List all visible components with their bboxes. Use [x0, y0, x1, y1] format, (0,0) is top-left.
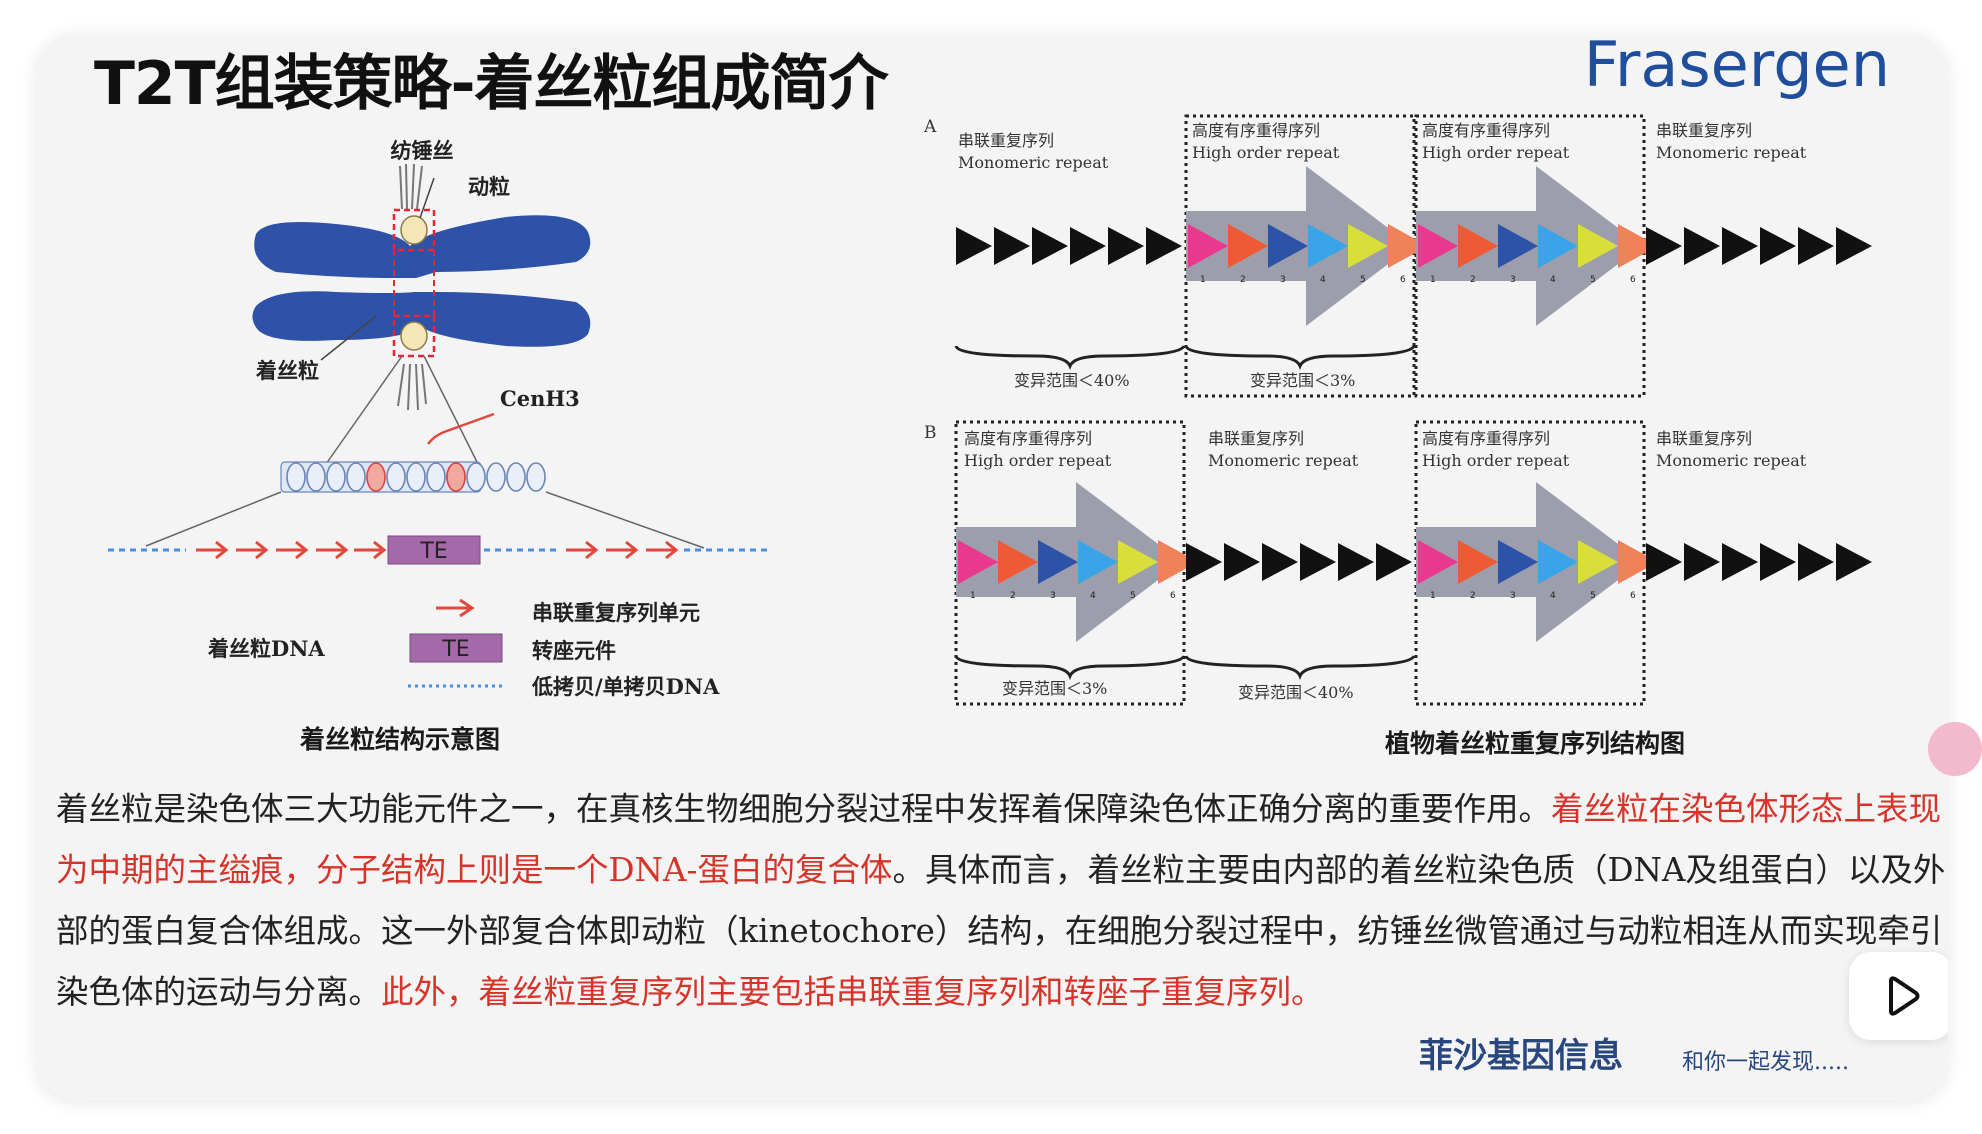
hor-unit-number: 6 — [1170, 591, 1176, 601]
hor-unit-number: 1 — [1430, 275, 1436, 285]
te-box-label: TE — [419, 539, 447, 564]
hor-unit-number: 2 — [1010, 591, 1016, 601]
hor-unit-number: 4 — [1550, 275, 1556, 285]
panel-a-label: A — [923, 117, 937, 137]
play-icon — [1878, 973, 1924, 1019]
monomer-arrow — [1684, 543, 1720, 581]
a-hor2-en: High order repeat — [1422, 143, 1570, 162]
b-mono2-cn: 串联重复序列 — [1656, 429, 1752, 448]
monomer-arrow — [1684, 227, 1720, 265]
b-mono2-en: Monomeric repeat — [1656, 451, 1807, 470]
play-button[interactable] — [1849, 952, 1948, 1040]
hor-unit-number: 4 — [1090, 591, 1096, 601]
chromosome-caption: 着丝粒结构示意图 — [300, 720, 500, 756]
hor-unit-number: 6 — [1630, 591, 1636, 601]
monomer-arrow — [1646, 227, 1682, 265]
b-hor1-cn: 高度有序重得序列 — [964, 429, 1092, 448]
b-var40: 变异范围＜40% — [1238, 683, 1354, 702]
monomer-arrow — [956, 227, 992, 265]
monomer-arrow — [1070, 227, 1106, 265]
monomer-arrow — [1836, 543, 1872, 581]
hor-unit-number: 2 — [1240, 275, 1246, 285]
slide: T2T组装策略-着丝粒组成简介 Frasergen — [36, 34, 1948, 1100]
monomer-arrow — [1646, 543, 1682, 581]
a-var3: 变异范围＜3% — [1250, 371, 1355, 390]
description-paragraph: 着丝粒是染色体三大功能元件之一，在真核生物细胞分裂过程中发挥着保障染色体正确分离… — [56, 779, 1946, 1023]
monomer-arrow — [1760, 543, 1796, 581]
legend-transposon: 转座元件 — [532, 638, 616, 663]
monomer-arrow — [1836, 227, 1872, 265]
panel-b-label: B — [924, 423, 937, 443]
a-hor1-en: High order repeat — [1192, 143, 1340, 162]
monomer-arrow — [1722, 543, 1758, 581]
b-hor1-en: High order repeat — [964, 451, 1112, 470]
hor-unit-number: 2 — [1470, 591, 1476, 601]
floating-side-button[interactable] — [1928, 722, 1982, 776]
hor-unit-number: 1 — [1200, 275, 1206, 285]
hor-unit-number: 6 — [1400, 275, 1406, 285]
para-sentence-1: 着丝粒是染色体三大功能元件之一，在真核生物细胞分裂过程中发挥着保障染色体正确分离… — [56, 790, 1551, 828]
b-mono1-en: Monomeric repeat — [1208, 451, 1359, 470]
b-var3: 变异范围＜3% — [1002, 679, 1107, 698]
hor-unit-number: 3 — [1050, 591, 1056, 601]
label-centromere: 着丝粒 — [255, 358, 319, 383]
monomer-arrow — [1798, 543, 1834, 581]
monomer-arrow — [1186, 543, 1222, 581]
diagram-canvas: TE 纺锤丝 动粒 着丝粒 CenH3 TE 着丝粒DNA 串联重复序列单元 — [36, 34, 1948, 774]
a-mono2-en: Monomeric repeat — [1656, 143, 1807, 162]
a-var40: 变异范围＜40% — [1014, 371, 1130, 390]
hor-unit-number: 3 — [1510, 591, 1516, 601]
hor-unit-number: 5 — [1590, 275, 1596, 285]
hor-unit-number: 2 — [1470, 275, 1476, 285]
footer-company: 菲沙基因信息 — [1419, 1028, 1623, 1077]
spindle-fibers — [398, 164, 426, 410]
repeat-marks: 1 2 3 4 5 6 1 2 3 4 5 6 1 2 3 4 5 6 1 2 3 4 5 6 — [956, 166, 1872, 642]
nucleosome-row — [281, 462, 545, 492]
legend-te-box: TE — [441, 637, 469, 662]
legend-dna: 着丝粒DNA — [207, 636, 325, 661]
para-sentence-4: 此外，着丝粒重复序列主要包括串联重复序列和转座子重复序列。 — [381, 973, 1324, 1011]
hor-unit-number: 1 — [1430, 591, 1436, 601]
label-kinetochore: 动粒 — [468, 174, 510, 199]
legend-tandem: 串联重复序列单元 — [532, 600, 700, 625]
monomer-arrow — [994, 227, 1030, 265]
label-spindle: 纺锤丝 — [391, 138, 454, 163]
hor-unit-number: 5 — [1360, 275, 1366, 285]
b-mono1-cn: 串联重复序列 — [1208, 429, 1304, 448]
monomer-arrow — [1224, 543, 1260, 581]
b-hor2-en: High order repeat — [1422, 451, 1570, 470]
monomer-arrow — [1338, 543, 1374, 581]
monomer-arrow — [1376, 543, 1412, 581]
monomer-arrow — [1146, 227, 1182, 265]
hor-unit-number: 5 — [1590, 591, 1596, 601]
hor-unit-number: 4 — [1320, 275, 1326, 285]
hor-unit-number: 1 — [970, 591, 976, 601]
label-cenh3: CenH3 — [500, 386, 580, 411]
plant-repeat-diagram: A B 串联重复序列 Monomeric repeat 高度有序重得序列 Hig… — [923, 116, 1872, 704]
monomer-arrow — [1262, 543, 1298, 581]
a-mono1-cn: 串联重复序列 — [958, 131, 1054, 150]
chromosome-diagram: TE 纺锤丝 动粒 着丝粒 CenH3 TE 着丝粒DNA 串联重复序列单元 — [108, 138, 772, 699]
hor-unit-number: 4 — [1550, 591, 1556, 601]
monomer-arrow — [1032, 227, 1068, 265]
hor-unit-number: 3 — [1510, 275, 1516, 285]
monomer-arrow — [1798, 227, 1834, 265]
hor-unit-number: 5 — [1130, 591, 1136, 601]
monomer-arrow — [1722, 227, 1758, 265]
a-mono1-en: Monomeric repeat — [958, 153, 1109, 172]
plant-caption: 植物着丝粒重复序列结构图 — [1385, 724, 1685, 760]
chromosome-legend: TE 着丝粒DNA 串联重复序列单元 转座元件 低拷贝/单拷贝DNA — [207, 600, 720, 699]
monomer-arrow — [1760, 227, 1796, 265]
monomer-arrow — [1108, 227, 1144, 265]
footer-slogan: 和你一起发现..... — [1682, 1044, 1849, 1076]
legend-lowcopy: 低拷贝/单拷贝DNA — [531, 674, 720, 699]
monomer-arrow — [1300, 543, 1336, 581]
a-mono2-cn: 串联重复序列 — [1656, 121, 1752, 140]
b-hor2-cn: 高度有序重得序列 — [1422, 429, 1550, 448]
a-hor2-cn: 高度有序重得序列 — [1422, 121, 1550, 140]
hor-unit-number: 3 — [1280, 275, 1286, 285]
hor-unit-number: 6 — [1630, 275, 1636, 285]
a-hor1-cn: 高度有序重得序列 — [1192, 121, 1320, 140]
